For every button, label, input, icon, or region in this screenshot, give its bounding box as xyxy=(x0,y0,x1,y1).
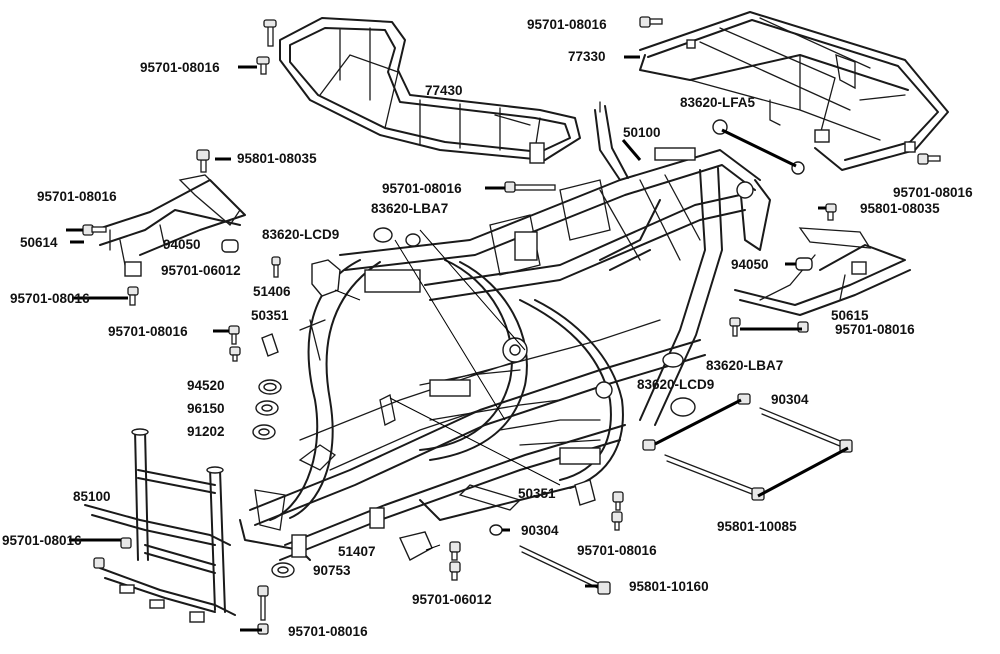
main-frame-50100 xyxy=(239,101,771,561)
label-51407: 51407 xyxy=(338,544,376,559)
label-50351: 50351 xyxy=(251,308,289,323)
part-number-labels: 95701-08016 77430 95801-08035 95701-0801… xyxy=(2,17,973,639)
leader-lines xyxy=(66,55,849,632)
label-83620-LCD9: 83620-LCD9 xyxy=(637,377,714,392)
label-77330: 77330 xyxy=(568,49,606,64)
front-carrier-77430 xyxy=(279,17,581,164)
front-bumper-85100 xyxy=(84,428,236,623)
label-95701-06012: 95701-06012 xyxy=(161,263,241,278)
label-95801-08035: 95801-08035 xyxy=(860,201,940,216)
label-50614: 50614 xyxy=(20,235,58,250)
label-51406: 51406 xyxy=(253,284,291,299)
label-91202: 91202 xyxy=(187,424,225,439)
label-95801-10160: 95801-10160 xyxy=(629,579,709,594)
label-95701-08016: 95701-08016 xyxy=(140,60,220,75)
label-95801-08035: 95801-08035 xyxy=(237,151,317,166)
bolt-icon xyxy=(256,19,277,75)
label-83620-LBA7: 83620-LBA7 xyxy=(371,201,448,216)
label-95701-08016: 95701-08016 xyxy=(108,324,188,339)
footrest-50615 xyxy=(734,227,911,316)
label-95701-06012: 95701-06012 xyxy=(412,592,492,607)
label-95701-08016: 95701-08016 xyxy=(893,185,973,200)
label-90753: 90753 xyxy=(313,563,351,578)
label-95701-08016: 95701-08016 xyxy=(2,533,82,548)
label-50615: 50615 xyxy=(831,308,869,323)
footrest-50614 xyxy=(94,174,246,277)
label-95701-08016: 95701-08016 xyxy=(577,543,657,558)
label-95701-08016: 95701-08016 xyxy=(37,189,117,204)
label-77430: 77430 xyxy=(425,83,463,98)
label-90304: 90304 xyxy=(771,392,809,407)
label-94050: 94050 xyxy=(163,237,201,252)
label-83620-LFA5: 83620-LFA5 xyxy=(680,95,756,110)
label-83620-LCD9: 83620-LCD9 xyxy=(262,227,339,242)
label-95801-10085: 95801-10085 xyxy=(717,519,797,534)
label-94050: 94050 xyxy=(731,257,769,272)
label-95701-08016: 95701-08016 xyxy=(10,291,90,306)
label-85100: 85100 xyxy=(73,489,111,504)
label-50351: 50351 xyxy=(518,486,556,501)
label-90304: 90304 xyxy=(521,523,559,538)
label-95701-08016: 95701-08016 xyxy=(527,17,607,32)
label-96150: 96150 xyxy=(187,401,225,416)
label-50100: 50100 xyxy=(623,125,661,140)
small-parts xyxy=(82,16,941,635)
label-83620-LBA7: 83620-LBA7 xyxy=(706,358,783,373)
label-95701-08016: 95701-08016 xyxy=(382,181,462,196)
rear-carrier-77330 xyxy=(639,11,949,171)
label-95701-08016: 95701-08016 xyxy=(835,322,915,337)
label-95701-08016: 95701-08016 xyxy=(288,624,368,639)
label-94520: 94520 xyxy=(187,378,225,393)
